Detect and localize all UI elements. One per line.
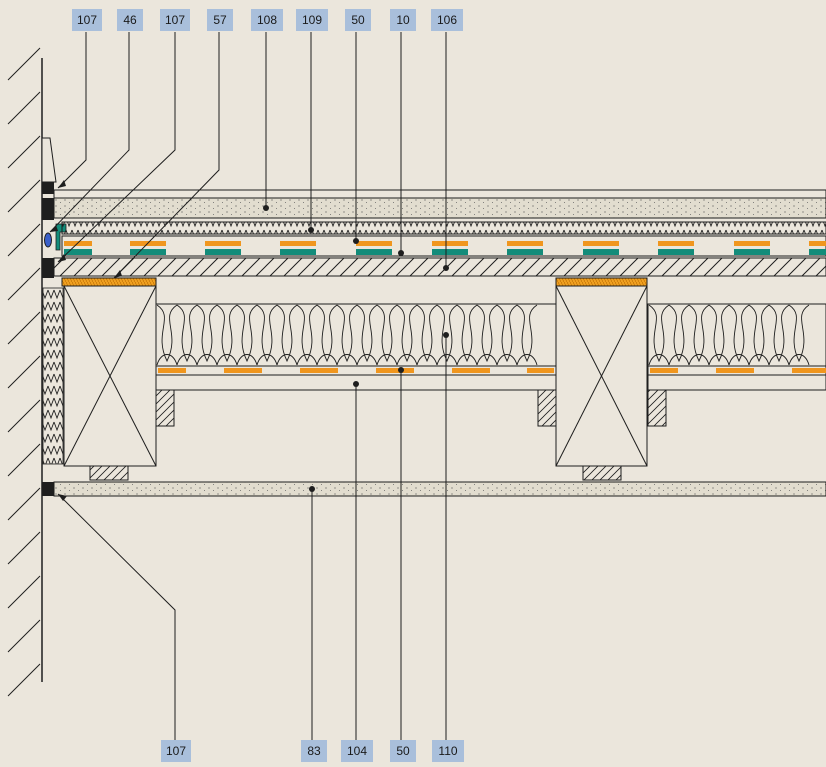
insulation-batt — [768, 304, 790, 366]
insulation-batt — [216, 304, 238, 366]
insulation-batt — [496, 304, 518, 366]
insulation-batt — [296, 304, 318, 366]
label-top-1: 107 — [72, 9, 102, 31]
insulation-batt — [396, 304, 418, 366]
insulation-batt — [476, 304, 498, 366]
label-bottom-2: 83 — [301, 740, 327, 762]
insulation-batt — [668, 304, 690, 366]
insulation-batt — [516, 304, 538, 366]
label-top-5: 108 — [251, 9, 283, 31]
label-bottom-5: 110 — [432, 740, 464, 762]
insulation-batt — [456, 304, 478, 366]
floor-buildup — [53, 189, 826, 277]
insulation-batt — [416, 304, 438, 366]
ceiling-board — [53, 481, 826, 497]
insulation-batt — [156, 304, 178, 366]
label-bottom-4: 50 — [390, 740, 416, 762]
insulation-batt — [728, 304, 750, 366]
wall — [7, 47, 43, 697]
label-top-6: 109 — [296, 9, 328, 31]
beam-left — [61, 277, 157, 481]
leader-lines — [49, 32, 447, 740]
cavity-insulation — [155, 303, 826, 367]
label-top-4: 57 — [207, 9, 233, 31]
label-top-8: 10 — [390, 9, 416, 31]
label-top-2: 46 — [117, 9, 143, 31]
insulation-batt — [708, 304, 730, 366]
leader-endpoints — [50, 180, 449, 501]
insulation-batt — [688, 304, 710, 366]
wall-acoustic-strip — [42, 287, 64, 465]
insulation-batt — [748, 304, 770, 366]
insulation-batt — [196, 304, 218, 366]
insulation-batt — [236, 304, 258, 366]
insulation-batt — [176, 304, 198, 366]
insulation-batt — [648, 304, 670, 366]
label-bottom-1: 107 — [161, 740, 191, 762]
insulation-batt — [256, 304, 278, 366]
label-bottom-3: 104 — [341, 740, 373, 762]
label-top-9: 106 — [431, 9, 463, 31]
heating-layer-lower — [155, 365, 826, 427]
insulation-batt — [788, 304, 810, 366]
insulation-batt — [276, 304, 298, 366]
beam-right — [555, 277, 648, 481]
label-top-7: 50 — [345, 9, 371, 31]
skirting-board — [41, 137, 57, 183]
insulation-batt — [436, 304, 458, 366]
insulation-batt — [356, 304, 378, 366]
insulation-batt — [376, 304, 398, 366]
label-top-3: 107 — [160, 9, 190, 31]
insulation-batt — [336, 304, 358, 366]
insulation-batt — [316, 304, 338, 366]
